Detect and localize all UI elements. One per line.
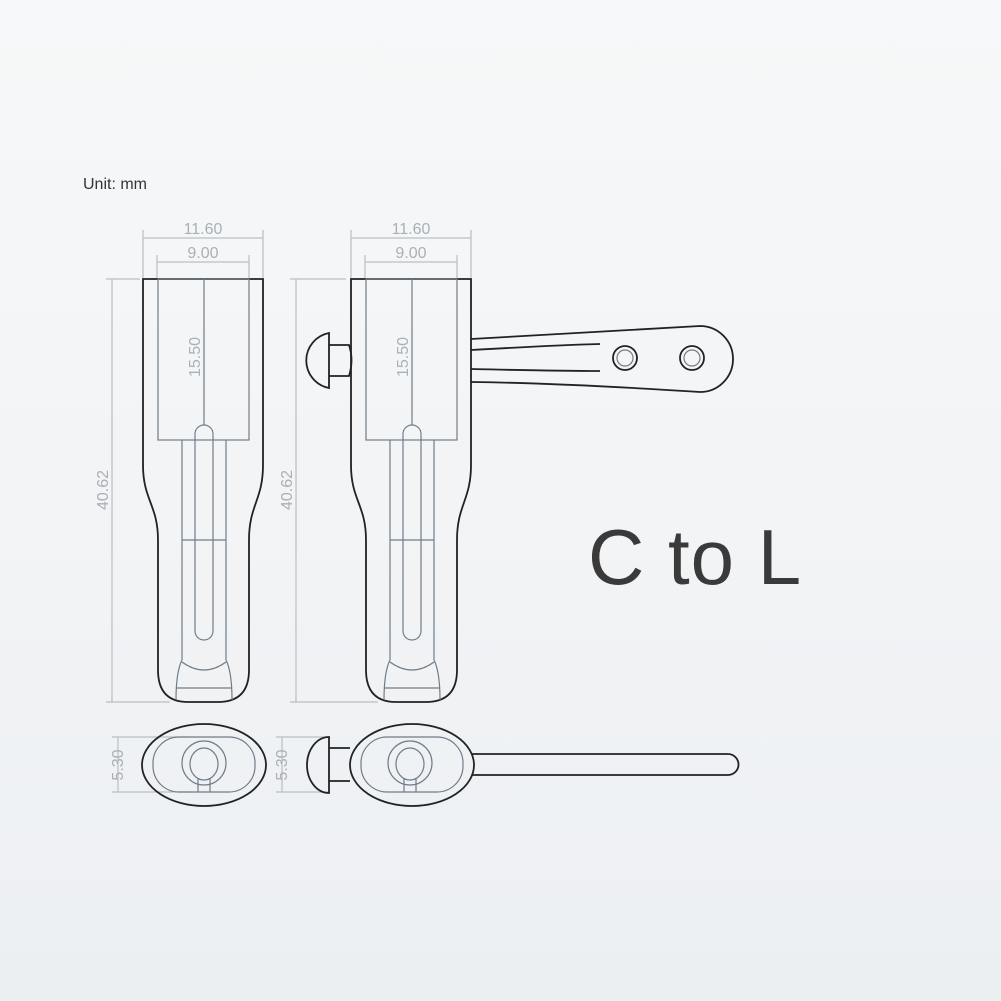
l-type-front-view: 11.60 9.00 40.62 15.50 bbox=[279, 221, 734, 703]
c-type-front-view: 11.60 9.00 40.62 15.50 bbox=[95, 221, 264, 703]
c-height-inner: 15.50 bbox=[187, 337, 204, 377]
l-width-outer: 11.60 bbox=[392, 221, 431, 238]
c-height-total: 40.62 bbox=[95, 470, 112, 510]
diagram-title: C to L bbox=[588, 513, 803, 601]
l-height-total: 40.62 bbox=[279, 470, 296, 510]
c-type-bottom-view: 5.30 bbox=[110, 723, 267, 807]
l-thickness: 5.30 bbox=[274, 749, 291, 780]
c-thickness: 5.30 bbox=[110, 749, 127, 780]
unit-label: Unit: mm bbox=[83, 176, 147, 193]
c-width-inner: 9.00 bbox=[187, 245, 218, 262]
l-width-inner: 9.00 bbox=[395, 245, 426, 262]
c-width-outer: 11.60 bbox=[184, 221, 223, 238]
l-height-inner: 15.50 bbox=[395, 337, 412, 377]
l-type-bottom-view: 5.30 bbox=[274, 723, 740, 807]
